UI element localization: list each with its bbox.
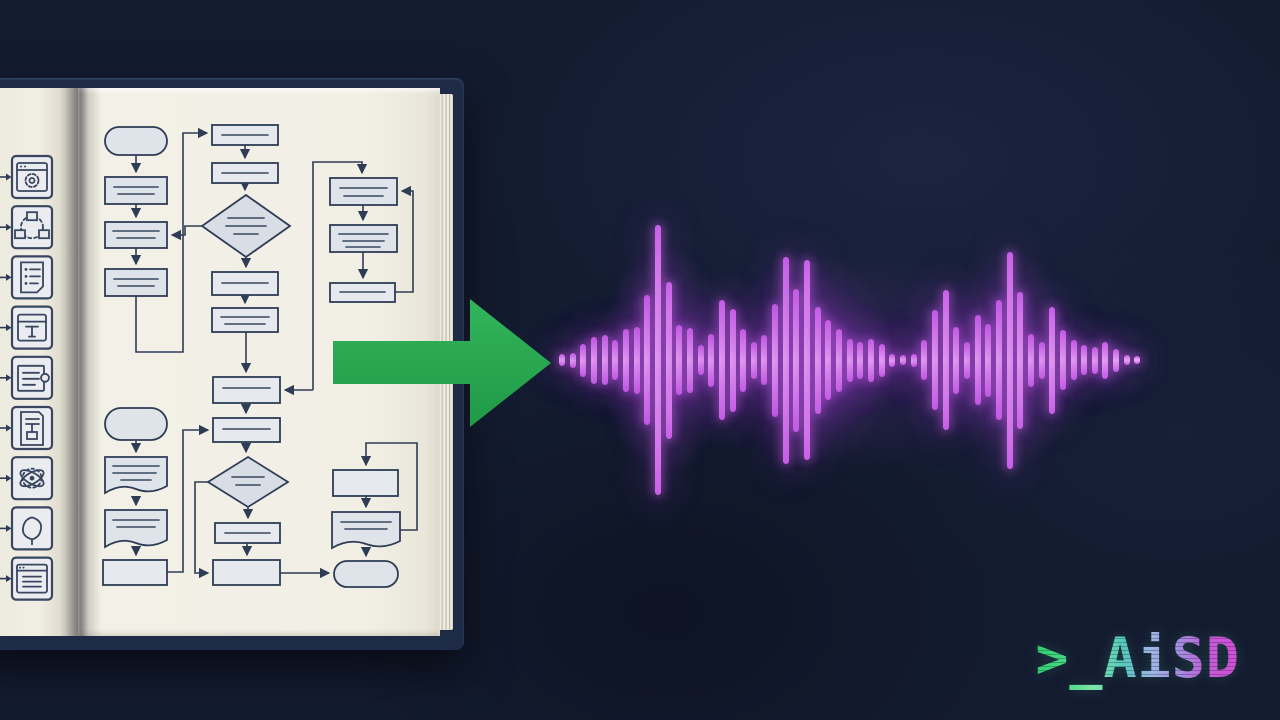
waveform-bar [995,300,1002,420]
waveform-bar [580,343,587,377]
icon-strip [0,154,54,601]
waveform-bar [1070,340,1077,380]
waveform-bar [878,343,885,377]
waveform-bar [718,300,725,420]
waveform [559,0,1141,720]
logo-text: >_AiSD [1035,626,1240,690]
waveform-bar [868,338,875,382]
waveform-bar [729,308,736,412]
transform-arrow-shape [333,299,551,427]
waveform-bar [974,315,981,405]
waveform-bar [697,345,704,375]
waveform-bar [1017,291,1024,429]
waveform-bar [1027,333,1034,387]
waveform-bar [910,353,917,367]
atom-icon [0,456,54,501]
diagram-nodes-icon [0,205,54,250]
waveform-bar [761,335,768,385]
notebook-spine-shadow [60,88,100,636]
waveform-bar [1038,341,1045,379]
waveform-bar [804,260,811,460]
waveform-bar [963,341,970,379]
waveform-bar [782,256,789,464]
waveform-bar [1123,355,1130,365]
waveform-bar [846,338,853,382]
waveform-bar [985,323,992,397]
waveform-bar [814,306,821,414]
waveform-bar [1113,348,1120,372]
text-window-icon [0,305,54,350]
waveform-bar [612,340,619,380]
document-list-icon [0,255,54,300]
waveform-bar [1081,345,1088,375]
waveform-bar [793,288,800,432]
waveform-bar [825,320,832,400]
waveform-bar [942,290,949,430]
waveform-bar [900,355,906,365]
document-search-icon [0,355,54,400]
waveform-bar [1059,330,1066,390]
waveform-bar [750,341,757,379]
waveform-bar [836,328,843,392]
waveform-bar [569,352,576,368]
waveform-bar [708,333,715,387]
waveform-bar [1006,251,1013,469]
waveform-bar [1091,346,1098,374]
waveform-bar [1102,341,1109,379]
browser-gear-icon [0,154,54,200]
waveform-bar [665,281,672,439]
flowchart-bottom [102,376,418,588]
waveform-bar [921,340,928,380]
waveform-bar [1134,356,1141,364]
waveform-bar [654,225,661,495]
waveform-bar [622,328,629,392]
waveform-bar [559,354,565,366]
waveform-bar [931,310,938,410]
waveform-bar [676,325,683,395]
waveform-bar [601,335,608,385]
waveform-bar [953,326,960,394]
document-flow-icon [0,405,54,451]
transform-arrow [333,299,551,427]
waveform-bar [740,328,747,392]
waveform-bar [633,326,640,394]
waveform-bar [772,303,779,417]
logo: >_AiSD [1035,631,1240,686]
shape-diamond-icon [0,506,54,551]
waveform-bar [1049,306,1056,414]
waveform-bar [644,295,651,425]
browser-lines-icon [0,556,54,601]
waveform-bar [889,353,896,367]
flowchart-top [104,124,414,396]
waveform-bar [686,327,693,393]
waveform-bar [590,336,597,384]
waveform-bar [857,341,864,379]
